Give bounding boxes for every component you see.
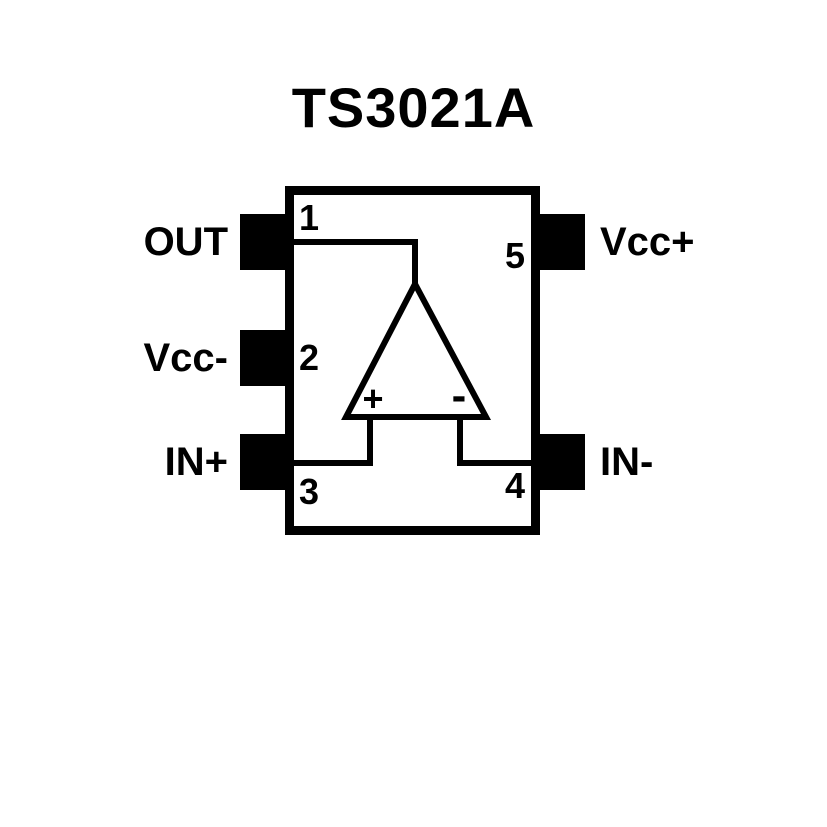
pin-pad-2	[240, 330, 288, 386]
pin-label-in-plus: IN+	[164, 440, 228, 484]
inverting-input-sign: -	[451, 371, 467, 420]
pin-pad-3	[240, 434, 288, 490]
pin-pad-5	[537, 214, 585, 270]
noninverting-input-sign: +	[362, 378, 384, 419]
pin-pad-4	[537, 434, 585, 490]
pin-number-4: 4	[505, 465, 526, 506]
pin-label-in-minus: IN-	[600, 440, 654, 484]
pin-label-vcc-plus: Vcc+	[600, 220, 695, 264]
ic-body	[285, 186, 540, 535]
pin-pad-1	[240, 214, 288, 270]
pin-label-out: OUT	[143, 220, 228, 264]
pin-number-5: 5	[505, 235, 526, 276]
part-title: TS3021A	[291, 76, 536, 139]
pin-number-1: 1	[299, 197, 320, 238]
pin-number-3: 3	[299, 471, 320, 512]
pin-number-2: 2	[299, 337, 320, 378]
pin-label-vcc-minus: Vcc-	[143, 336, 229, 380]
